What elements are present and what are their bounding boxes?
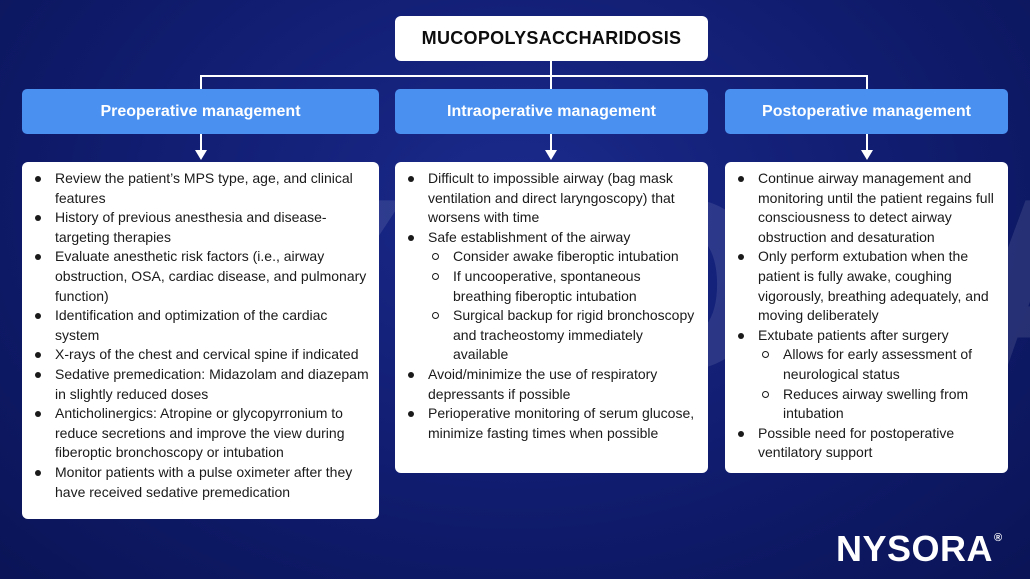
header-preoperative: Preoperative management — [22, 89, 379, 134]
list-item: Avoid/minimize the use of respiratory de… — [403, 365, 700, 404]
list-item: Possible need for postoperative ventilat… — [733, 424, 1000, 463]
sub-list: Consider awake fiberoptic intubation If … — [428, 247, 700, 365]
sub-list: Allows for early assessment of neurologi… — [758, 345, 1000, 423]
box-intraoperative: Difficult to impossible airway (bag mask… — [395, 162, 708, 473]
arrow-down-icon — [545, 150, 557, 160]
list-item: Safe establishment of the airway Conside… — [403, 228, 700, 365]
arrow-shaft-intra — [550, 134, 552, 150]
nysora-logo: NYSORA® — [836, 529, 1003, 569]
title-connector — [550, 61, 552, 76]
list-item: X-rays of the chest and cervical spine i… — [30, 345, 371, 365]
list-postoperative: Continue airway management and monitorin… — [733, 169, 1000, 463]
sub-list-item: If uncooperative, spontaneous breathing … — [428, 267, 700, 306]
list-item: Identification and optimization of the c… — [30, 306, 371, 345]
list-item: Perioperative monitoring of serum glucos… — [403, 404, 700, 443]
list-item-text: Safe establishment of the airway — [428, 228, 631, 245]
header-postoperative-label: Postoperative management — [762, 102, 971, 120]
box-preoperative: Review the patient’s MPS type, age, and … — [22, 162, 379, 519]
sub-list-item: Consider awake fiberoptic intubation — [428, 247, 700, 267]
branch-connector-post — [866, 75, 868, 89]
list-item: Continue airway management and monitorin… — [733, 169, 1000, 247]
header-intraoperative-label: Intraoperative management — [447, 102, 656, 120]
list-item-text: Extubate patients after surgery — [758, 326, 949, 343]
header-postoperative: Postoperative management — [725, 89, 1008, 134]
logo-registered-mark: ® — [994, 532, 1003, 544]
list-item: Review the patient’s MPS type, age, and … — [30, 169, 371, 208]
arrow-shaft-pre — [200, 134, 202, 150]
branch-connector-pre — [200, 75, 202, 89]
branch-line — [200, 75, 868, 77]
list-intraoperative: Difficult to impossible airway (bag mask… — [403, 169, 700, 443]
list-item: Sedative premedication: Midazolam and di… — [30, 365, 371, 404]
list-preoperative: Review the patient’s MPS type, age, and … — [30, 169, 371, 502]
list-item: Extubate patients after surgery Allows f… — [733, 326, 1000, 424]
box-postoperative: Continue airway management and monitorin… — [725, 162, 1008, 473]
sub-list-item: Allows for early assessment of neurologi… — [758, 345, 1000, 384]
diagram-title: MUCOPOLYSACCHARIDOSIS — [395, 16, 708, 61]
list-item: History of previous anesthesia and disea… — [30, 208, 371, 247]
arrow-shaft-post — [866, 134, 868, 150]
sub-list-item: Surgical backup for rigid bronchoscopy a… — [428, 306, 700, 365]
list-item: Evaluate anesthetic risk factors (i.e., … — [30, 247, 371, 306]
list-item: Anticholinergics: Atropine or glycopyrro… — [30, 404, 371, 463]
list-item: Monitor patients with a pulse oximeter a… — [30, 463, 371, 502]
list-item: Difficult to impossible airway (bag mask… — [403, 169, 700, 228]
branch-connector-intra — [550, 75, 552, 89]
sub-list-item: Reduces airway swelling from intubation — [758, 385, 1000, 424]
arrow-down-icon — [861, 150, 873, 160]
list-item: Only perform extubation when the patient… — [733, 247, 1000, 325]
logo-text: NYSORA — [836, 528, 994, 569]
arrow-down-icon — [195, 150, 207, 160]
header-preoperative-label: Preoperative management — [100, 102, 301, 120]
diagram-title-text: MUCOPOLYSACCHARIDOSIS — [421, 28, 682, 48]
header-intraoperative: Intraoperative management — [395, 89, 708, 134]
